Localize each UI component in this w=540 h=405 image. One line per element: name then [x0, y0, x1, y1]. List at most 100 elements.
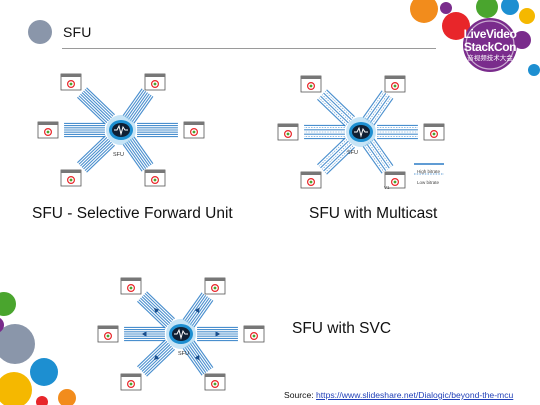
stream-line: [364, 144, 385, 173]
endpoint-titlebar: [301, 76, 321, 79]
purple-bubble-bl: [0, 318, 4, 332]
endpoint-titlebar: [385, 172, 405, 175]
stream-bundle: [124, 326, 165, 342]
svc-hub-label: SFU: [178, 351, 189, 357]
endpoint-icon-core: [213, 382, 217, 386]
endpoint-device: [144, 169, 166, 187]
svc-arrowhead: [194, 307, 200, 314]
stream-line: [146, 348, 175, 377]
red-bubble-bl: [36, 396, 48, 405]
stream-bundle: [197, 326, 238, 342]
stream-line: [371, 139, 392, 168]
endpoint-device: [300, 75, 322, 93]
stream-line: [77, 135, 106, 164]
endpoint-device: [120, 277, 142, 295]
stream-bundle: [64, 122, 105, 138]
stream-line: [369, 95, 390, 124]
hub-core: [352, 125, 370, 139]
hub-wave-icon: [114, 124, 128, 136]
diagram-mark: V1: [384, 185, 390, 190]
stream-line: [143, 294, 172, 323]
stream-line: [321, 142, 351, 170]
stream-line: [128, 140, 148, 168]
stream-bundle: [137, 291, 175, 329]
endpoint-titlebar: [98, 326, 118, 329]
stream-line: [129, 138, 150, 167]
legend-low-bitrate: Low bitrate: [417, 180, 440, 185]
title-bullet: [28, 20, 52, 44]
stream-line: [326, 146, 355, 175]
stream-line: [191, 341, 212, 370]
endpoint-titlebar: [278, 124, 298, 127]
endpoint-device: [183, 121, 205, 139]
brand-ring: [465, 20, 515, 70]
stream-line: [369, 140, 390, 169]
brand-circle: [463, 18, 517, 72]
endpoint-device: [204, 373, 226, 391]
source-link[interactable]: https://www.slideshare.net/Dialogic/beyo…: [316, 390, 514, 400]
brand-logo: LiveVideo StackCon 音视频技术大会: [462, 28, 518, 63]
stream-bundle: [317, 89, 355, 127]
source-citation: Source: https://www.slideshare.net/Dialo…: [284, 390, 513, 400]
stream-line: [129, 93, 150, 122]
stream-line: [143, 345, 172, 374]
stream-line: [186, 294, 207, 323]
stream-line: [140, 297, 169, 326]
stream-line: [186, 345, 207, 374]
stream-line: [317, 137, 346, 166]
stream-line: [182, 292, 203, 320]
stream-line: [84, 143, 114, 172]
stream-line: [318, 139, 348, 167]
endpoint-icon-core: [393, 180, 397, 184]
multicast-hub-label: SFU: [347, 150, 358, 156]
stream-line: [368, 142, 388, 170]
stream-bundle: [304, 124, 345, 140]
endpoint-titlebar: [205, 374, 225, 377]
endpoint-icon-core: [106, 334, 110, 338]
endpoint-icon-core: [153, 178, 157, 182]
stream-line: [131, 94, 152, 123]
stream-line: [364, 91, 385, 120]
stream-bundle: [122, 88, 154, 124]
stream-bundle: [362, 90, 394, 126]
stream-line: [326, 89, 355, 118]
stream-bundle: [77, 135, 115, 173]
stream-line: [191, 298, 212, 327]
stream-line: [86, 144, 115, 173]
stream-line: [184, 293, 205, 322]
endpoint-icon-core: [129, 382, 133, 386]
stream-line: [320, 95, 349, 124]
endpoint-device: [60, 169, 82, 187]
stream-bundle: [137, 339, 175, 377]
stream-line: [146, 291, 175, 320]
sfu-hub: [346, 117, 376, 147]
stream-bundle: [122, 136, 154, 172]
brand-line-1: LiveVideo: [463, 27, 517, 41]
caption-multicast: SFU with Multicast: [309, 205, 438, 222]
svc-arrowhead: [141, 331, 147, 337]
red-bubble: [442, 12, 470, 40]
endpoint-icon-core: [192, 130, 196, 134]
endpoint-titlebar: [38, 122, 58, 125]
hub-wave-icon: [354, 126, 368, 138]
endpoint-icon-core: [432, 132, 436, 136]
stream-line: [124, 89, 145, 118]
stream-line: [78, 136, 108, 165]
stream-line: [324, 145, 354, 173]
sfu-diagram: [37, 73, 205, 187]
stream-line: [184, 346, 205, 375]
endpoint-icon-core: [213, 286, 217, 290]
stream-line: [362, 146, 383, 174]
endpoint-device: [37, 121, 59, 139]
stream-line: [323, 143, 352, 172]
endpoint-device: [384, 171, 406, 189]
endpoint-device: [60, 73, 82, 91]
endpoint-device: [423, 123, 445, 141]
blue-bubble: [501, 0, 519, 15]
stream-line: [140, 342, 169, 371]
stream-line: [84, 88, 114, 117]
endpoint-titlebar: [385, 76, 405, 79]
stream-line: [368, 94, 388, 122]
stream-line: [80, 138, 109, 167]
stream-bundle: [77, 87, 115, 125]
